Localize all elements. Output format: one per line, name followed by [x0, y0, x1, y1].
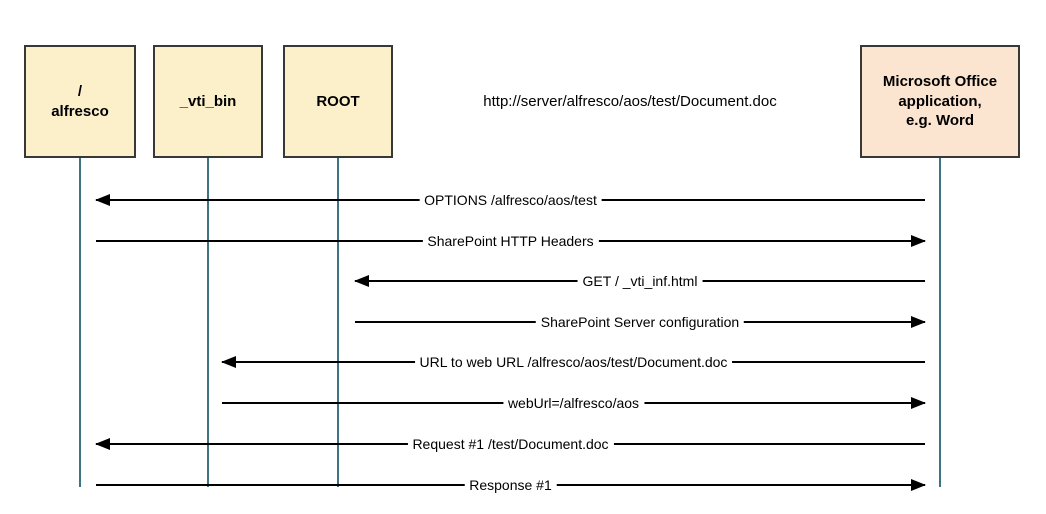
message-row-weburl: webUrl=/alfresco/aos [222, 393, 926, 413]
actor-label-line: ROOT [316, 92, 360, 110]
message-label: URL to web URL /alfresco/aos/test/Docume… [414, 354, 733, 370]
message-label: SharePoint HTTP Headers [422, 233, 599, 249]
actor-label-line: Microsoft Office [882, 73, 998, 91]
message-label: Response #1 [464, 477, 557, 493]
message-row-server-configuration: SharePoint Server configuration [355, 312, 926, 332]
message-row-sharepoint-headers: SharePoint HTTP Headers [96, 231, 926, 251]
actor-box-root: ROOT [283, 45, 393, 158]
actor-box-vti-bin: _vti_bin [153, 45, 263, 158]
actor-box-word: Microsoft Office application, e.g. Word [860, 45, 1020, 158]
message-label: OPTIONS /alfresco/aos/test [419, 192, 602, 208]
lifeline-word [939, 158, 941, 487]
message-label: GET / _vti_inf.html [577, 273, 703, 289]
actor-label-line: / [77, 83, 83, 100]
message-row-request-1: Request #1 /test/Document.doc [95, 434, 925, 454]
actor-label-line: _vti_bin [179, 92, 237, 110]
arrowhead-right-icon [911, 235, 926, 247]
message-row-get-vti-inf: GET / _vti_inf.html [354, 271, 925, 291]
lifeline-vti-bin [207, 158, 209, 487]
arrowhead-left-icon [95, 438, 110, 450]
message-row-url-to-web-url: URL to web URL /alfresco/aos/test/Docume… [221, 352, 925, 372]
message-row-options: OPTIONS /alfresco/aos/test [95, 190, 925, 210]
url-caption: http://server/alfresco/aos/test/Document… [483, 93, 777, 110]
message-row-response-1: Response #1 [96, 475, 926, 495]
arrowhead-right-icon [911, 479, 926, 491]
arrowhead-right-icon [911, 397, 926, 409]
actor-label-line: e.g. Word [905, 112, 975, 130]
actor-label-line: alfresco [51, 102, 109, 120]
actor-label-line: application, [898, 92, 982, 110]
arrowhead-left-icon [95, 194, 110, 206]
arrowhead-left-icon [221, 356, 236, 368]
message-label: webUrl=/alfresco/aos [502, 395, 645, 411]
message-label: Request #1 /test/Document.doc [407, 436, 614, 452]
arrowhead-left-icon [354, 275, 369, 287]
lifeline-alfresco [79, 158, 81, 487]
message-label: SharePoint Server configuration [535, 314, 745, 330]
lifeline-root [337, 158, 339, 487]
actor-box-alfresco: / alfresco [24, 45, 136, 158]
arrowhead-right-icon [911, 316, 926, 328]
